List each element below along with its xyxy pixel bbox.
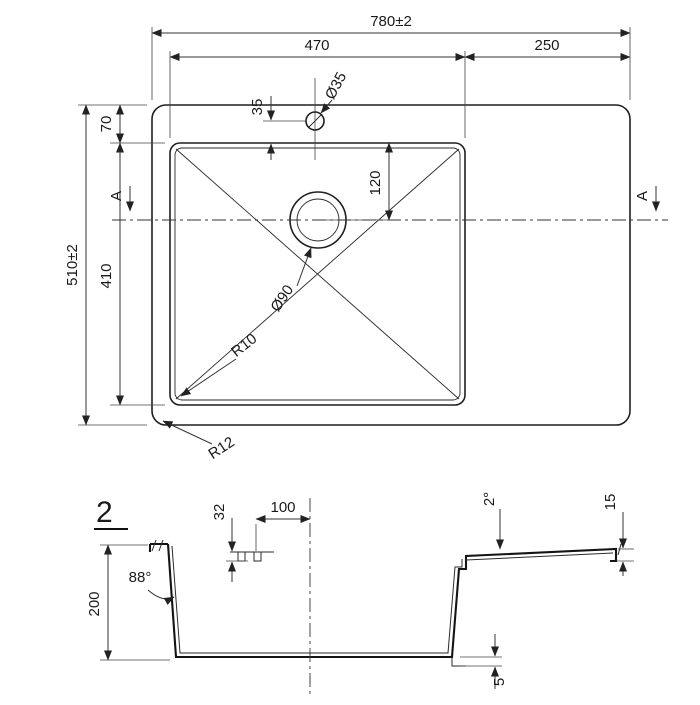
drainboard-width-label: 250	[534, 37, 559, 54]
overall-depth-label: 510±2	[64, 244, 81, 286]
groove-detail	[230, 551, 274, 562]
outer-radius-label: R12	[205, 434, 237, 463]
inner-radius-label: R10	[228, 330, 260, 360]
sink-outer-edge	[151, 104, 631, 426]
bowl-outline	[169, 142, 466, 406]
bowl-diagonal-2	[175, 148, 460, 400]
drain-offset-label: 120	[367, 170, 384, 195]
dimension-groove-depth: 32	[211, 504, 248, 582]
dimension-bowl-width: 470	[169, 37, 466, 138]
groove-2	[253, 552, 262, 562]
section-view-number: 2	[94, 496, 128, 530]
section-inner-profile	[171, 545, 614, 654]
top-margin-label: 70	[98, 116, 115, 133]
faucet-center-mark	[308, 114, 322, 128]
dimension-drainboard-width: 250	[464, 37, 631, 61]
drain-diameter-label: Ø90	[267, 282, 297, 315]
dimension-drainboard-slope: 2°	[481, 492, 504, 550]
callout-inner-radius: R10	[180, 330, 260, 397]
dimension-wall-angle: 88°	[129, 569, 175, 606]
rim-hatch-right	[617, 543, 622, 556]
section-cut-line: A A	[108, 186, 668, 221]
dimension-drain-offset: 120	[318, 142, 397, 221]
wall-angle-label: 88°	[129, 569, 152, 586]
section-label-left: A	[108, 191, 125, 201]
groove-depth-label: 32	[211, 504, 228, 521]
faucet-offset-label: 35	[249, 99, 266, 116]
section-outer-profile	[148, 542, 618, 659]
dimension-faucet-offset: 35	[249, 96, 306, 160]
bowl-outer-edge	[169, 142, 466, 406]
rim-hatch-2	[158, 539, 164, 552]
bowl-width-label: 470	[304, 37, 329, 54]
bowl-inner-edge	[174, 147, 461, 401]
faucet-diameter-label: Ø35	[322, 69, 350, 102]
sink-outline	[151, 104, 631, 426]
callout-faucet-diameter: Ø35	[320, 69, 350, 114]
groove-spacing-label: 100	[270, 499, 295, 516]
section-label-right: A	[634, 191, 651, 201]
dimension-step-height: 5	[460, 634, 508, 689]
dimension-overall-depth: 510±2	[64, 104, 147, 426]
bowl-length-label: 410	[98, 263, 115, 288]
callout-drain-diameter: Ø90	[267, 247, 312, 315]
drainboard-slope-label: 2°	[481, 492, 498, 506]
dimension-bowl-depth: 200	[86, 544, 170, 661]
section-foot-step	[451, 657, 466, 667]
dimension-groove-spacing: 100	[255, 499, 311, 551]
top-view: 780±2 470 250 70 510±2	[64, 13, 668, 463]
dimension-bowl-length: 410	[98, 142, 165, 406]
section-profile	[148, 498, 622, 697]
bowl-depth-label: 200	[86, 591, 103, 616]
section-view: 2 32 100	[86, 492, 634, 697]
overall-width-label: 780±2	[370, 13, 412, 30]
callout-outer-radius: R12	[162, 420, 238, 463]
step-height-label: 5	[491, 678, 508, 686]
edge-height-label: 15	[602, 494, 619, 511]
rim-hatch-1	[151, 539, 157, 552]
dimension-overall-width: 780±2	[151, 13, 631, 100]
section-number-label: 2	[96, 496, 113, 529]
dimension-edge-height: 15	[602, 494, 634, 576]
groove-1	[237, 552, 246, 562]
